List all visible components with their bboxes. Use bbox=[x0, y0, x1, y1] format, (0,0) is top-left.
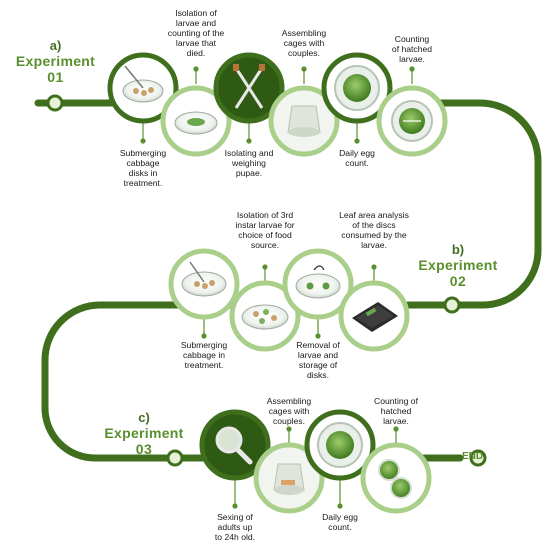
exp3-step1-label: Sexing of adults up to 24h old. bbox=[214, 512, 256, 542]
exp2-step4-label: Leaf area analysis of the discs consumed… bbox=[339, 210, 409, 250]
exp3-step1-icon bbox=[199, 409, 271, 481]
exp2-step1-icon bbox=[168, 248, 240, 320]
experiment-2-number: 02 bbox=[449, 273, 467, 289]
exp3-step4-label: Counting of hatched larvae. bbox=[374, 396, 418, 426]
flow-path bbox=[34, 99, 542, 462]
exp2-step3-label: Removal of larvae and storage of disks. bbox=[296, 340, 340, 380]
exp1-step1-icon bbox=[107, 52, 179, 124]
exp2-step2-icon bbox=[229, 280, 301, 352]
exp2-step2-label: Isolation of 3rd instar larvae for choic… bbox=[235, 210, 295, 250]
exp1-step3-icon bbox=[213, 52, 285, 124]
experiment-1-number: 01 bbox=[47, 69, 64, 85]
experiment-2-name: Experiment bbox=[418, 257, 498, 273]
experiment-3-name: Experiment bbox=[104, 425, 184, 441]
experiment-3-tag: c) bbox=[138, 410, 150, 425]
exp1-step2-icon bbox=[160, 85, 232, 157]
exp2-dot bbox=[443, 296, 461, 314]
exp1-step3-label: Isolating and weighing pupae. bbox=[224, 148, 274, 178]
exp1-step2-label: Isolation of larvae and counting of the … bbox=[167, 8, 225, 58]
end-dot bbox=[469, 449, 487, 467]
experiment-3-number: 03 bbox=[135, 441, 153, 457]
exp1-step6-icon bbox=[376, 85, 448, 157]
start-dot bbox=[46, 94, 64, 112]
exp2-step4-icon bbox=[338, 280, 410, 352]
experiment-1-label: a) Experiment 01 bbox=[8, 38, 103, 85]
exp1-connectors bbox=[140, 66, 415, 144]
experiment-1-name: Experiment bbox=[15, 53, 96, 69]
exp1-step5-icon bbox=[321, 52, 393, 124]
exp3-step4-icon bbox=[360, 442, 432, 514]
exp2-step1-label: Submerging cabbage in treatment. bbox=[180, 340, 228, 370]
exp3-step2-label: Assembling cages with couples. bbox=[266, 396, 312, 426]
experiment-3-label: c) Experiment 03 bbox=[94, 410, 194, 457]
experiment-1-tag: a) bbox=[49, 38, 62, 53]
exp1-step4-label: Assembling cages with couples. bbox=[281, 28, 327, 58]
exp3-step3-label: Daily egg count. bbox=[322, 512, 358, 532]
exp1-step5-label: Daily egg count. bbox=[339, 148, 375, 168]
experiment-2-label: b) Experiment 02 bbox=[408, 242, 508, 289]
exp1-step4-icon bbox=[268, 85, 340, 157]
experiment-2-tag: b) bbox=[451, 242, 465, 257]
exp2-step3-icon bbox=[282, 248, 354, 320]
exp1-step1-label: Submerging cabbage disks in treatment. bbox=[119, 148, 167, 188]
exp3-step2-icon bbox=[253, 442, 325, 514]
exp3-dot bbox=[166, 449, 184, 467]
exp3-step3-icon bbox=[304, 409, 376, 481]
exp1-step6-label: Counting of hatched larvae. bbox=[391, 34, 433, 64]
end-label: END bbox=[462, 451, 484, 462]
